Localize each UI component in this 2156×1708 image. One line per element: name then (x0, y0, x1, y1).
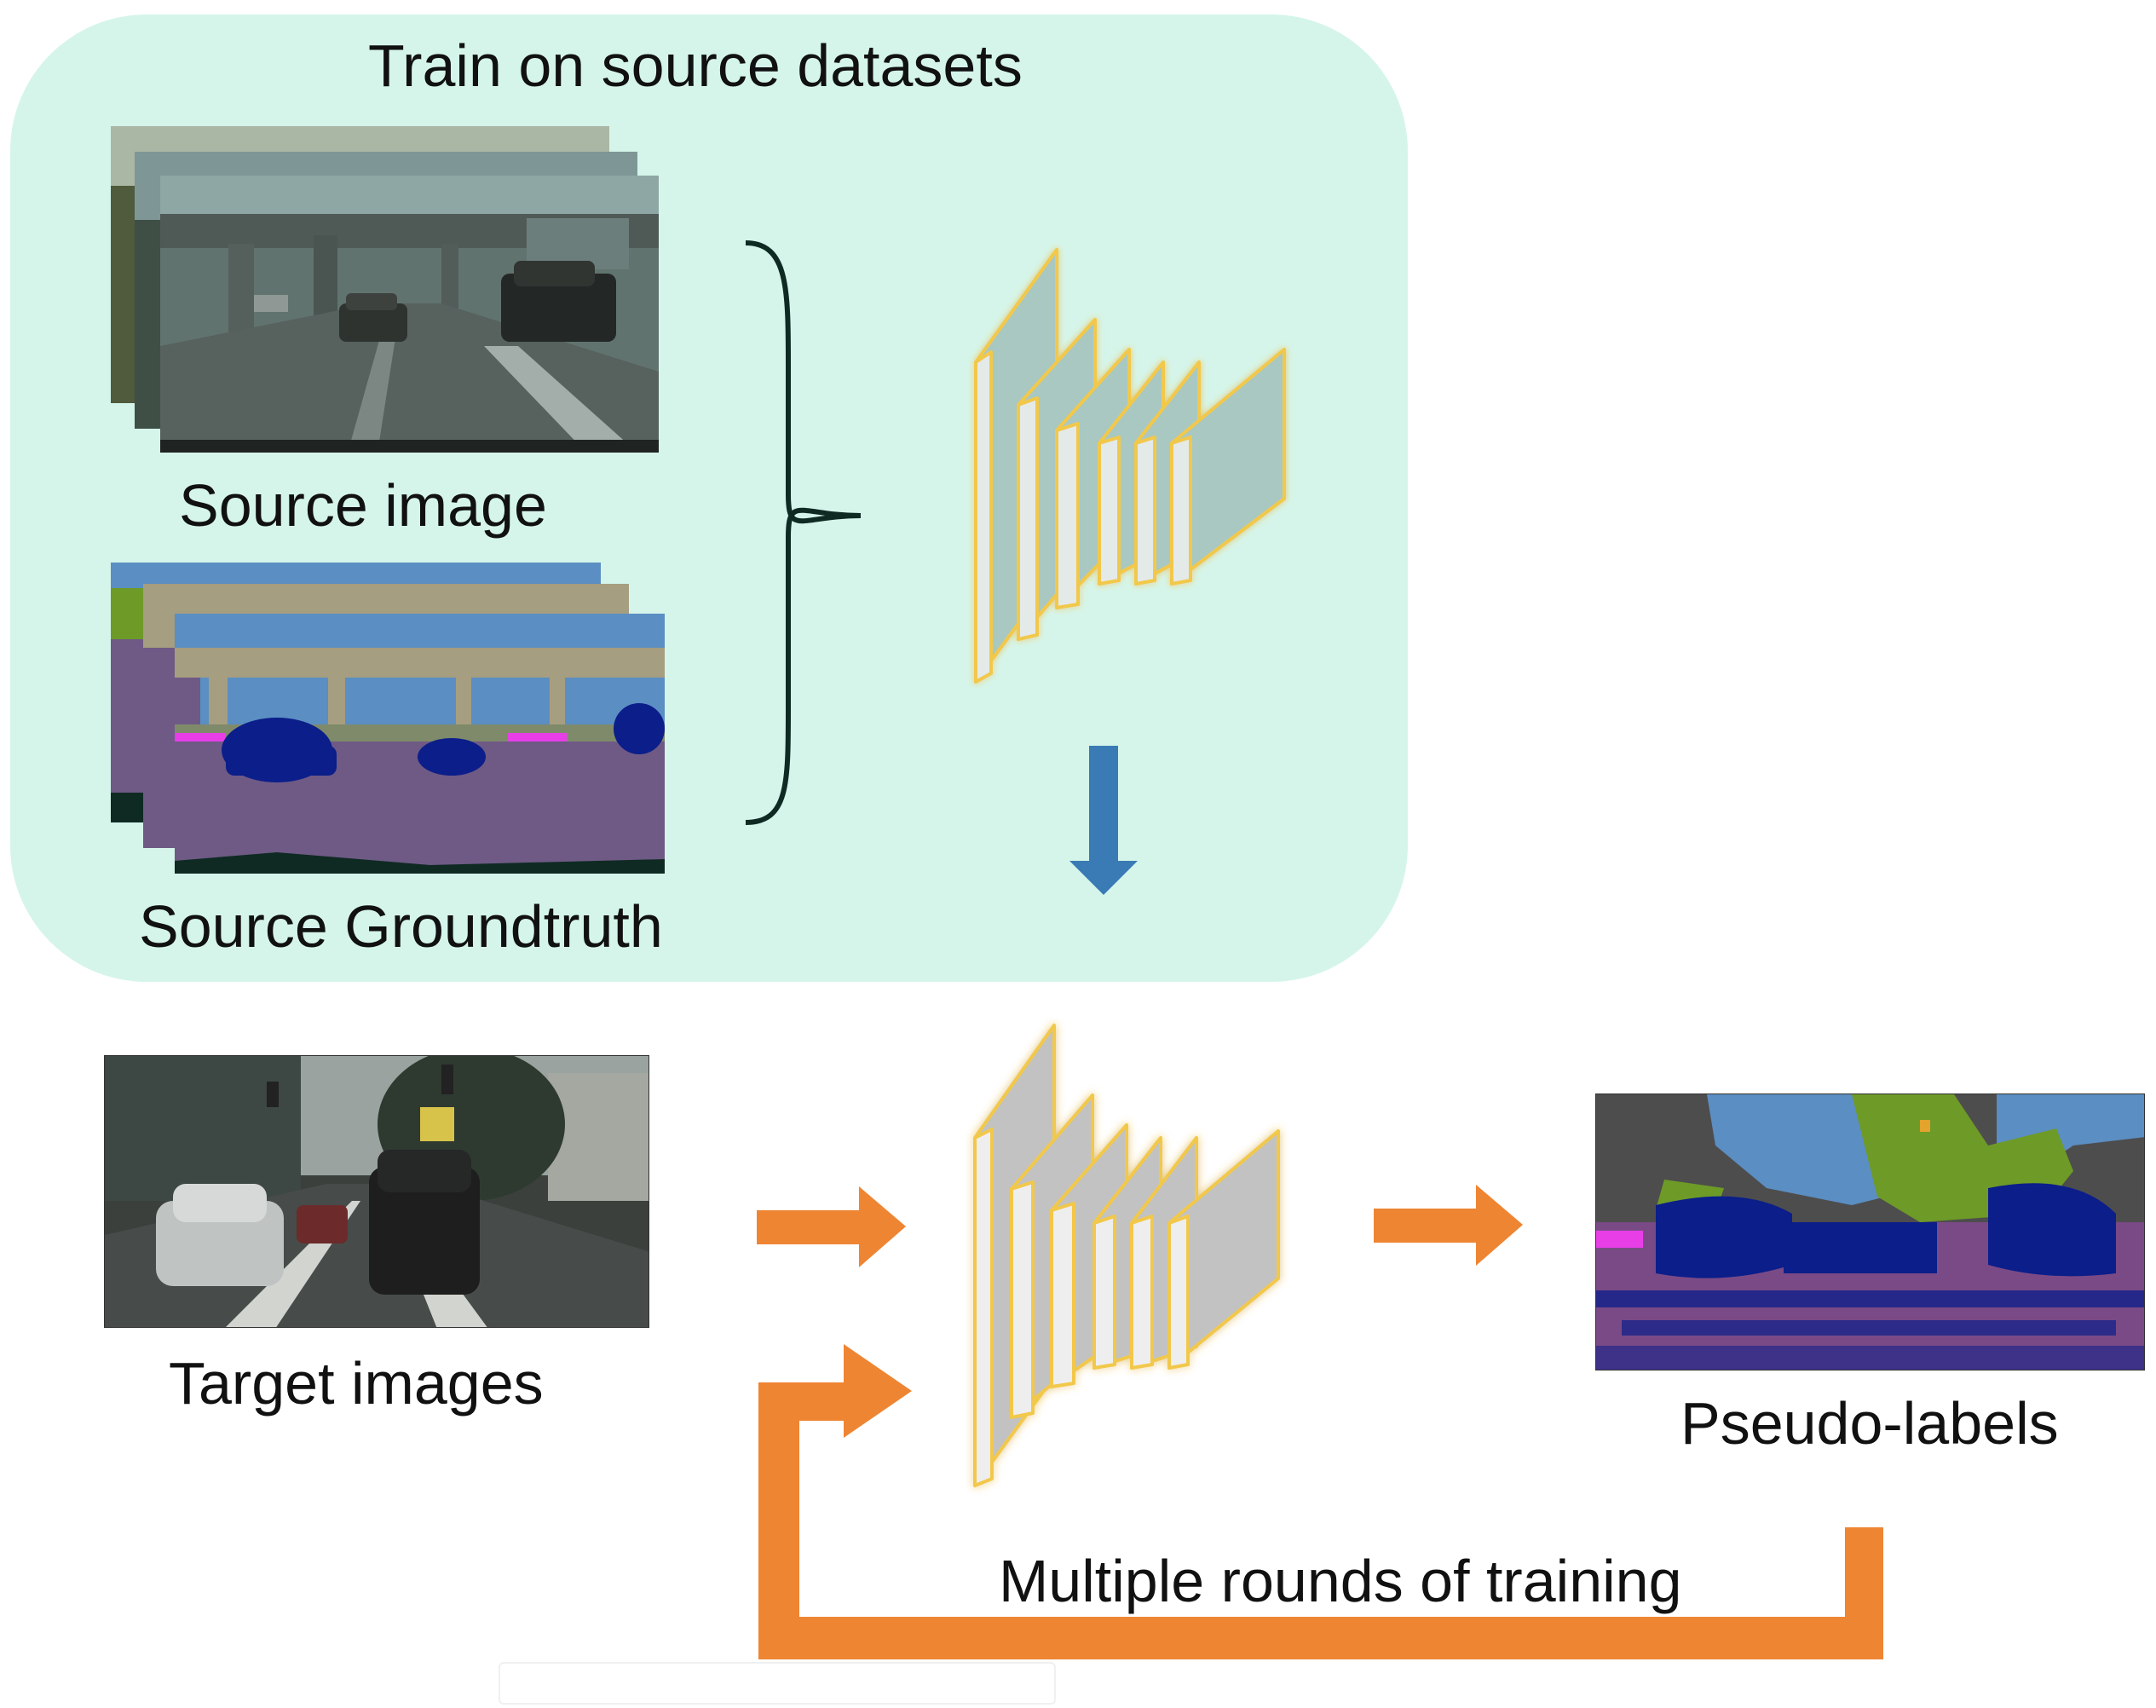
input-arrow-icon (757, 1186, 906, 1267)
source-image-stack (111, 126, 665, 459)
rounds-label: Multiple rounds of training (999, 1548, 1682, 1614)
source-network-icon (967, 243, 1308, 720)
output-arrow-icon (1374, 1185, 1523, 1266)
pseudo-labels-label: Pseudo-labels (1680, 1390, 2059, 1457)
source-groundtruth-stack (111, 563, 665, 874)
feedback-loop-arrow-icon (758, 1340, 1892, 1664)
pseudo-label-map (1595, 1093, 2145, 1370)
down-arrow-icon (1069, 746, 1138, 895)
panel-title: Train on source datasets (368, 32, 1023, 99)
bottom-strip (499, 1662, 1056, 1705)
target-images-label: Target images (169, 1350, 544, 1417)
source-groundtruth-label: Source Groundtruth (139, 893, 663, 960)
target-network-icon (965, 1018, 1306, 1500)
source-image-label: Source image (179, 472, 547, 539)
grouping-brace (741, 239, 869, 835)
target-image (104, 1055, 649, 1328)
